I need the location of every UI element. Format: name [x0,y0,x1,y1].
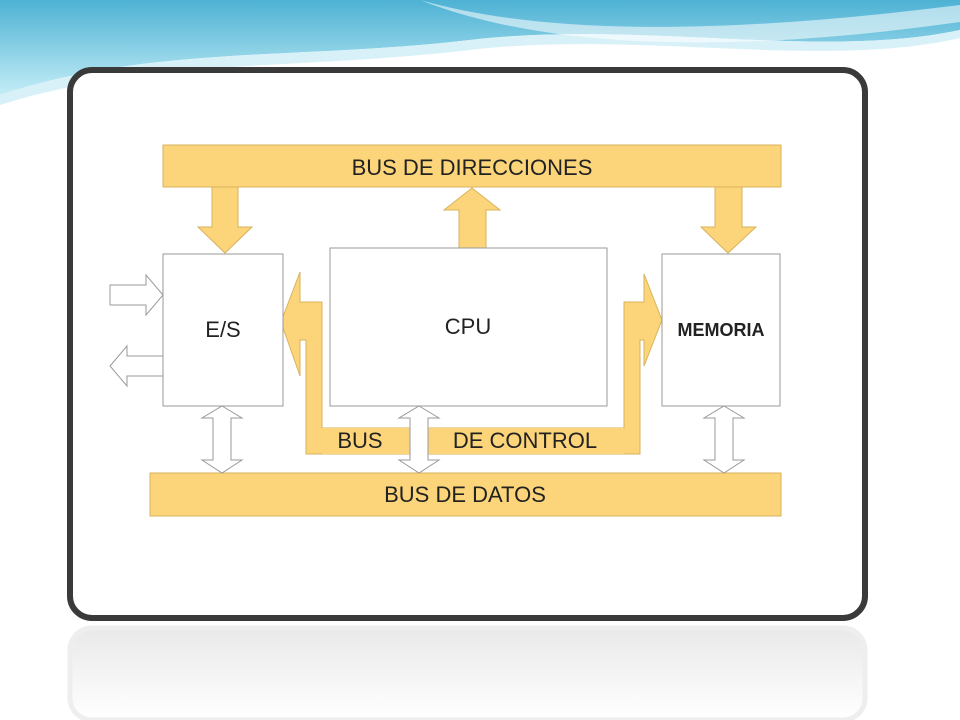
bus-control-left-label: BUS [337,428,382,453]
es-label: E/S [205,317,240,342]
es-box [162,253,284,407]
cpu-label: CPU [445,314,491,339]
bus-control-band [322,428,624,454]
arrow-direcciones-to-es [196,186,254,254]
arrow-memoria-datos [702,405,746,474]
arrow-cpu-to-direcciones [442,187,502,249]
bus-direcciones-bar [162,144,782,188]
memoria-label: MEMORIA [678,320,765,340]
frame-reflection [67,625,868,720]
bus-direcciones-label: BUS DE DIRECCIONES [352,155,593,180]
arrow-es-datos [200,405,244,474]
bus-datos-bar [149,472,782,517]
cpu-box [329,247,608,407]
arrow-output-from-es [109,344,164,388]
arrow-direcciones-to-memoria [699,186,758,254]
memoria-box [661,253,781,407]
arrow-cpu-datos [397,405,441,474]
arrow-input-to-es [109,273,164,317]
bus-control-right-label: DE CONTROL [453,428,597,453]
bus-datos-label: BUS DE DATOS [384,482,546,507]
